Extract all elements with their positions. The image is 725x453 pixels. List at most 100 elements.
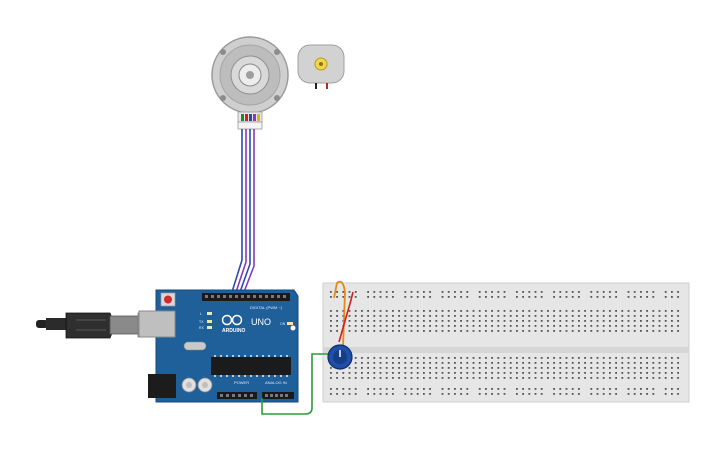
breadboard-hole[interactable] [497,372,500,374]
breadboard-hole[interactable] [491,320,493,322]
breadboard-hole[interactable] [379,325,382,327]
breadboard-hole[interactable] [540,372,543,374]
breadboard-hole[interactable] [354,310,357,312]
breadboard-hole[interactable] [466,310,469,312]
breadboard-hole[interactable] [516,325,518,327]
breadboard-hole[interactable] [516,291,518,293]
breadboard-hole[interactable] [590,393,593,395]
breadboard-hole[interactable] [404,362,407,364]
breadboard-hole[interactable] [559,296,562,298]
breadboard-hole[interactable] [534,362,537,364]
breadboard-hole[interactable] [423,325,425,327]
breadboard-hole[interactable] [361,377,363,379]
breadboard-hole[interactable] [584,362,586,364]
breadboard-hole[interactable] [447,377,450,379]
breadboard-hole[interactable] [392,325,394,327]
breadboard-hole[interactable] [571,362,574,364]
breadboard-hole[interactable] [664,315,667,317]
breadboard-hole[interactable] [621,310,624,312]
breadboard-hole[interactable] [416,372,419,374]
breadboard-hole[interactable] [621,362,624,364]
breadboard-hole[interactable] [652,362,655,364]
breadboard-hole[interactable] [392,377,394,379]
breadboard-hole[interactable] [565,367,568,369]
breadboard-hole[interactable] [330,325,332,327]
breadboard-hole[interactable] [652,393,655,395]
breadboard-hole[interactable] [478,291,481,293]
breadboard-hole[interactable] [354,393,357,395]
breadboard-hole[interactable] [330,315,332,317]
breadboard-hole[interactable] [342,377,345,379]
breadboard-hole[interactable] [534,315,537,317]
breadboard-hole[interactable] [398,325,400,327]
breadboard-hole[interactable] [354,315,357,317]
breadboard-hole[interactable] [410,291,413,293]
breadboard-hole[interactable] [640,291,642,293]
breadboard-hole[interactable] [497,377,500,379]
breadboard-hole[interactable] [410,388,413,390]
breadboard-hole[interactable] [373,330,376,332]
breadboard-hole[interactable] [553,315,555,317]
breadboard-hole[interactable] [509,310,512,312]
breadboard-hole[interactable] [540,362,543,364]
breadboard-hole[interactable] [423,330,425,332]
breadboard-hole[interactable] [416,310,419,312]
breadboard-hole[interactable] [491,310,493,312]
breadboard-hole[interactable] [522,388,524,390]
breadboard-hole[interactable] [640,296,642,298]
breadboard-hole[interactable] [497,291,500,293]
breadboard-hole[interactable] [664,325,667,327]
breadboard-hole[interactable] [547,330,549,332]
breadboard-hole[interactable] [454,377,456,379]
breadboard-hole[interactable] [491,330,493,332]
breadboard-hole[interactable] [609,357,611,359]
breadboard-hole[interactable] [602,315,605,317]
breadboard-hole[interactable] [491,362,493,364]
breadboard-hole[interactable] [373,291,376,293]
breadboard-hole[interactable] [460,362,462,364]
breadboard-hole[interactable] [441,296,444,298]
breadboard-hole[interactable] [677,330,679,332]
breadboard-hole[interactable] [460,315,462,317]
breadboard-hole[interactable] [664,367,667,369]
breadboard-hole[interactable] [330,372,332,374]
breadboard-hole[interactable] [559,310,562,312]
breadboard-hole[interactable] [447,357,450,359]
breadboard-hole[interactable] [342,310,345,312]
breadboard-hole[interactable] [385,310,388,312]
breadboard-hole[interactable] [640,377,642,379]
breadboard-hole[interactable] [398,330,400,332]
breadboard-hole[interactable] [478,325,481,327]
breadboard-hole[interactable] [602,330,605,332]
breadboard-hole[interactable] [354,357,357,359]
breadboard-hole[interactable] [658,325,661,327]
breadboard-hole[interactable] [664,362,667,364]
breadboard-hole[interactable] [522,291,524,293]
breadboard-hole[interactable] [534,367,537,369]
breadboard-hole[interactable] [441,291,444,293]
breadboard-hole[interactable] [540,325,543,327]
breadboard-hole[interactable] [447,296,450,298]
breadboard-hole[interactable] [516,393,518,395]
breadboard-hole[interactable] [361,362,363,364]
breadboard-hole[interactable] [540,367,543,369]
breadboard-hole[interactable] [485,357,487,359]
breadboard-hole[interactable] [454,325,456,327]
breadboard-hole[interactable] [423,367,425,369]
breadboard-hole[interactable] [361,357,363,359]
breadboard-hole[interactable] [472,362,475,364]
breadboard-hole[interactable] [646,377,648,379]
breadboard-hole[interactable] [330,310,332,312]
breadboard-hole[interactable] [404,325,407,327]
breadboard-hole[interactable] [423,388,425,390]
breadboard-hole[interactable] [671,296,673,298]
breadboard-hole[interactable] [373,320,376,322]
breadboard-hole[interactable] [367,325,369,327]
breadboard-hole[interactable] [472,330,475,332]
breadboard-hole[interactable] [379,357,382,359]
breadboard-hole[interactable] [385,393,388,395]
breadboard-hole[interactable] [565,320,568,322]
breadboard-hole[interactable] [404,330,407,332]
breadboard-hole[interactable] [671,315,673,317]
breadboard-hole[interactable] [559,291,562,293]
